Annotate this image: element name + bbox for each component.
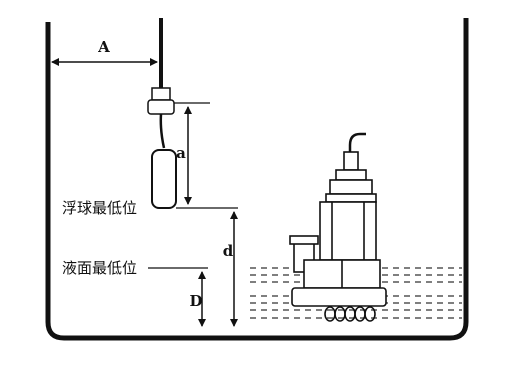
float-min-label: 浮球最低位 bbox=[62, 199, 137, 217]
label-A: A bbox=[97, 38, 110, 56]
tank-outline bbox=[45, 18, 469, 341]
cable-clamp bbox=[147, 87, 175, 115]
float-cable-lower bbox=[159, 113, 166, 149]
float-ball bbox=[151, 149, 177, 209]
liquid-min-label: 液面最低位 bbox=[62, 259, 137, 277]
water-surface-lines bbox=[250, 267, 462, 319]
label-D: D bbox=[189, 292, 202, 310]
submersible-pump bbox=[289, 132, 387, 322]
label-d: d bbox=[223, 242, 234, 260]
label-a: a bbox=[176, 144, 186, 162]
